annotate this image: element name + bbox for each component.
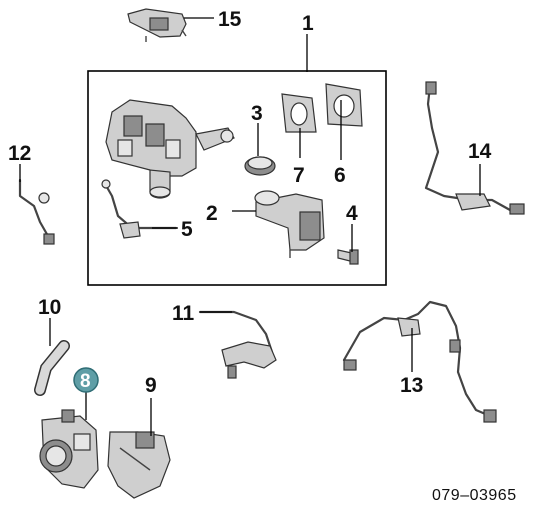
- part-12-sensor: [18, 178, 55, 245]
- callout-8-badge: 8: [73, 367, 99, 393]
- callout-7: 7: [293, 164, 305, 187]
- callout-12: 12: [8, 142, 31, 165]
- part-11-harness: [198, 310, 277, 379]
- part-3-cap: [244, 156, 276, 176]
- callout-11: 11: [172, 302, 195, 325]
- callout-8: 8: [80, 371, 91, 392]
- part-4-pin: [337, 249, 359, 265]
- callout-9: 9: [145, 374, 157, 397]
- part-5-bracket: [101, 179, 178, 239]
- callout-3: 3: [251, 102, 263, 125]
- callout-labels: 15 1 3 7 6 2 4 5 12 14 10 11 13 9: [8, 8, 492, 397]
- part-6-gasket: [325, 83, 363, 127]
- callout-5: 5: [181, 218, 193, 241]
- assembly-group-frame: [87, 70, 387, 286]
- callout-6: 6: [334, 164, 346, 187]
- callout-4: 4: [346, 202, 358, 225]
- part-15-bracket: [127, 8, 187, 42]
- callout-15: 15: [218, 8, 242, 31]
- part-14-harness: [424, 81, 525, 215]
- part-8-pump-motor: [39, 409, 99, 489]
- part-7-gasket: [281, 93, 317, 133]
- callout-10: 10: [38, 296, 61, 319]
- part-9-bracket: [107, 431, 171, 499]
- part-13-harness: [342, 300, 497, 423]
- diagram-part-number: 079–03965: [432, 487, 517, 504]
- part-10-hose: [34, 340, 70, 396]
- leader-lines: [19, 17, 481, 436]
- callout-13: 13: [400, 374, 423, 397]
- callout-2: 2: [206, 202, 218, 225]
- callout-1: 1: [302, 12, 314, 35]
- part-2-reservoir: [254, 190, 325, 258]
- part-1-hydraulic-unit: [105, 99, 235, 199]
- callout-14: 14: [468, 140, 492, 163]
